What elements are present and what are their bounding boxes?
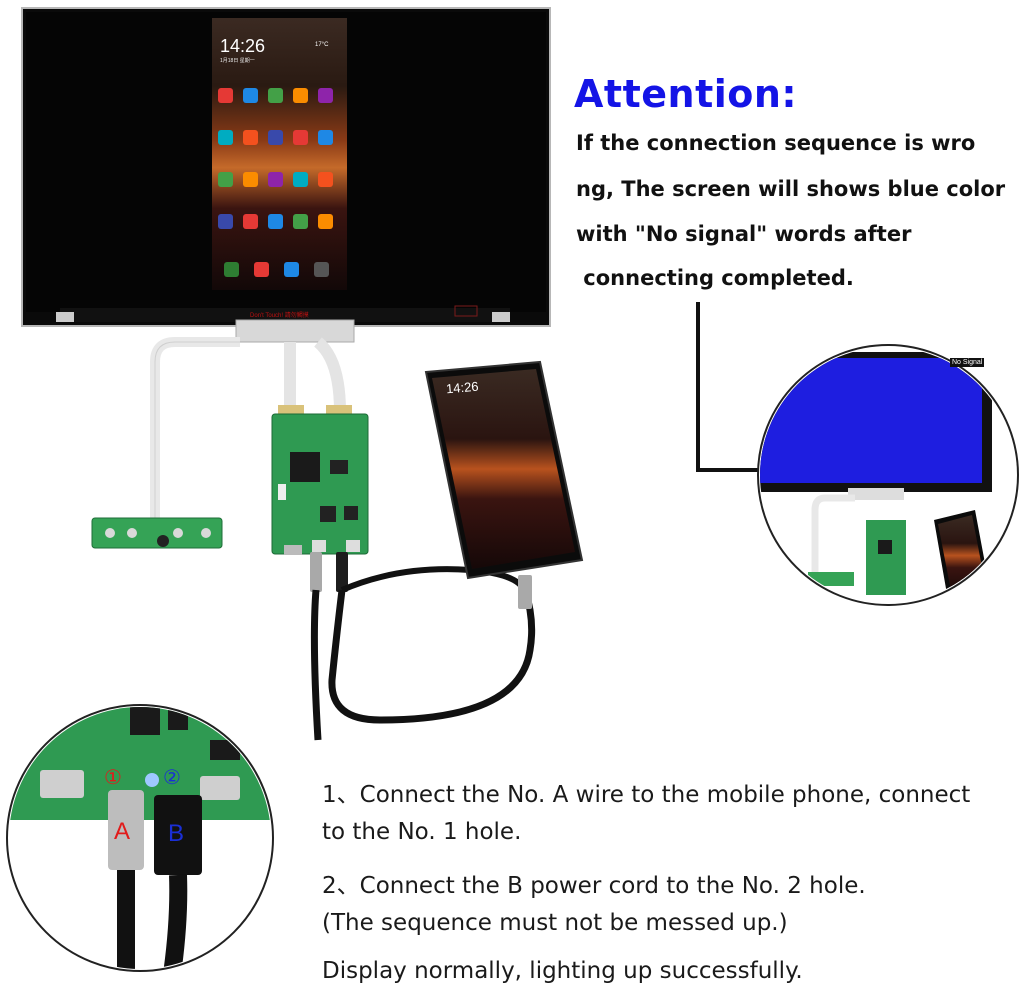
attention-line-2: ng, The screen will shows blue color bbox=[576, 177, 1006, 201]
connector-line bbox=[696, 302, 760, 472]
app-icon bbox=[318, 88, 333, 103]
screen-clock: 14:26 bbox=[220, 36, 266, 56]
attention-title: Attention: bbox=[574, 72, 798, 116]
app-icon bbox=[268, 130, 283, 145]
wire-a-label: A bbox=[114, 818, 131, 845]
hole-2-label: ② bbox=[163, 767, 181, 789]
sequence-note: (The sequence must not be messed up.) bbox=[322, 910, 788, 936]
app-icon bbox=[293, 172, 308, 187]
attention-line-4: connecting completed. bbox=[576, 266, 854, 290]
app-icon bbox=[243, 88, 258, 103]
app-icon bbox=[243, 130, 258, 145]
attention-line-3: with "No signal" words after bbox=[576, 222, 912, 246]
inset-closeup bbox=[6, 704, 274, 972]
step-2-line: 2、Connect the B power cord to the No. 2 … bbox=[322, 873, 866, 899]
app-icon bbox=[318, 214, 333, 229]
app-icon bbox=[243, 172, 258, 187]
phone-clock: 14:26 bbox=[445, 378, 480, 397]
dock-icon bbox=[314, 262, 329, 277]
app-icon bbox=[293, 214, 308, 229]
keypad-board bbox=[91, 517, 223, 549]
lcd-screen-content bbox=[212, 18, 347, 290]
app-icon bbox=[218, 130, 233, 145]
screen-date: 1月18日 星期一 bbox=[220, 58, 255, 64]
app-icon bbox=[268, 88, 283, 103]
app-icon bbox=[218, 172, 233, 187]
screen-app-icons bbox=[218, 88, 333, 277]
mount-tab-left bbox=[56, 312, 74, 322]
app-icon bbox=[218, 214, 233, 229]
step-1-line-2: to the No. 1 hole. bbox=[322, 819, 522, 845]
app-icon bbox=[318, 130, 333, 145]
dock-icon bbox=[284, 262, 299, 277]
step-1-line-1: 1、Connect the No. A wire to the mobile p… bbox=[322, 782, 971, 808]
screen-weather-temp: 17°C bbox=[315, 42, 329, 48]
app-icon bbox=[218, 88, 233, 103]
app-icon bbox=[268, 172, 283, 187]
usb-cables bbox=[310, 552, 536, 741]
screen-warning-text: Don't Touch! 請勿觸摸 bbox=[250, 313, 309, 319]
hole-1-label: ① bbox=[104, 767, 122, 789]
app-icon bbox=[243, 214, 258, 229]
app-icon bbox=[268, 214, 283, 229]
app-icon bbox=[293, 88, 308, 103]
app-icon bbox=[293, 130, 308, 145]
success-note: Display normally, lighting up successful… bbox=[322, 958, 803, 984]
app-icon bbox=[318, 172, 333, 187]
attention-line-1: If the connection sequence is wro bbox=[576, 131, 976, 155]
mount-tab-right bbox=[492, 312, 510, 322]
inset-blue-screen bbox=[757, 344, 1019, 606]
driver-board bbox=[271, 413, 369, 555]
ffc-cables bbox=[150, 319, 355, 520]
wire-b-label: B bbox=[168, 820, 185, 847]
dock-icon bbox=[224, 262, 239, 277]
dock-icon bbox=[254, 262, 269, 277]
no-signal-badge: No Signal bbox=[950, 358, 985, 367]
mobile-phone bbox=[424, 360, 584, 580]
